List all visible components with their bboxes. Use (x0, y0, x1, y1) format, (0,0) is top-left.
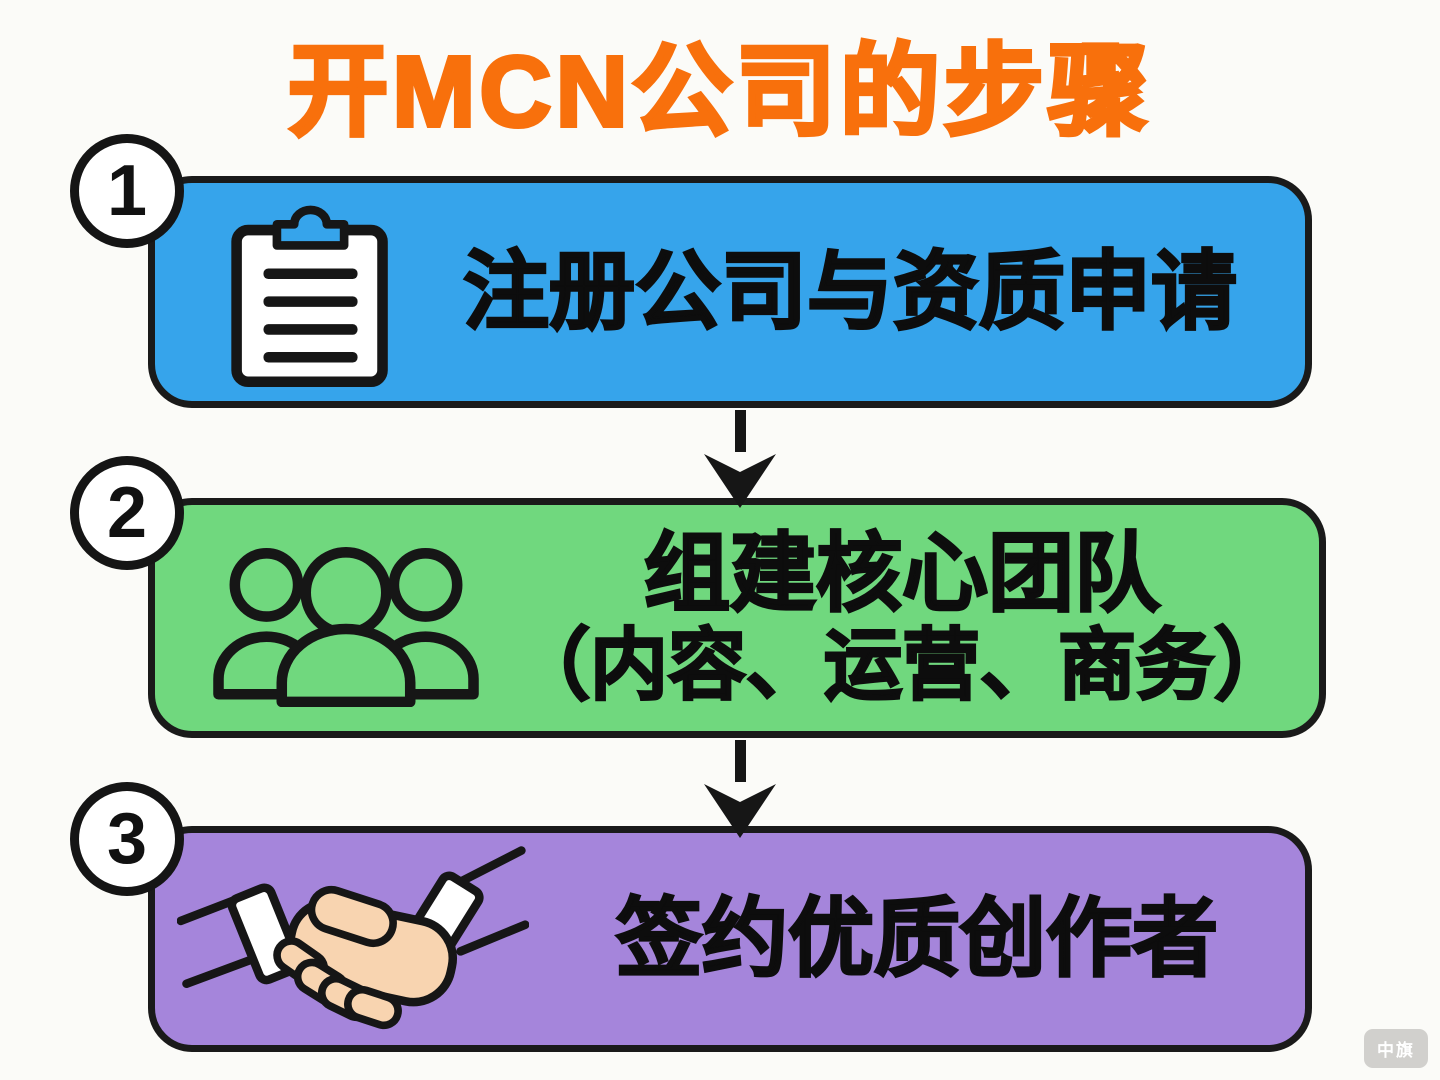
clipboard-icon (227, 193, 395, 391)
step-2-label-line2: （内容、运营、商务） (511, 620, 1294, 710)
step-1-number-badge: 1 (70, 134, 184, 248)
arrow-head (704, 784, 776, 838)
step-1-box: 注册公司与资质申请 (148, 176, 1312, 408)
step-2-number: 2 (106, 473, 148, 553)
step-2-number-badge: 2 (70, 456, 184, 570)
arrow-dash-line (734, 740, 746, 782)
team-icon (207, 529, 485, 707)
step-2-label: 组建核心团队 （内容、运营、商务） (485, 525, 1319, 711)
step-1-number: 1 (106, 151, 148, 231)
step-2-box: 组建核心团队 （内容、运营、商务） (148, 498, 1326, 738)
dashed-arrow-down-icon (700, 410, 780, 510)
step-3-label: 签约优质创作者 (615, 890, 1220, 989)
step-3-box: 签约优质创作者 (148, 826, 1312, 1052)
step-1-label: 注册公司与资质申请 (462, 243, 1239, 342)
dashed-arrow-down-icon (700, 740, 780, 840)
arrow-head (704, 454, 776, 508)
handshake-icon (177, 839, 529, 1039)
step-2-label-line1: 组建核心团队 (643, 525, 1162, 624)
arrow-dash-line (734, 410, 746, 452)
step-3-number-badge: 3 (70, 782, 184, 896)
step-3-number: 3 (106, 799, 148, 879)
watermark-badge: 中旗 (1364, 1029, 1428, 1068)
page-title: 开MCN公司的步骤 (286, 34, 1152, 150)
